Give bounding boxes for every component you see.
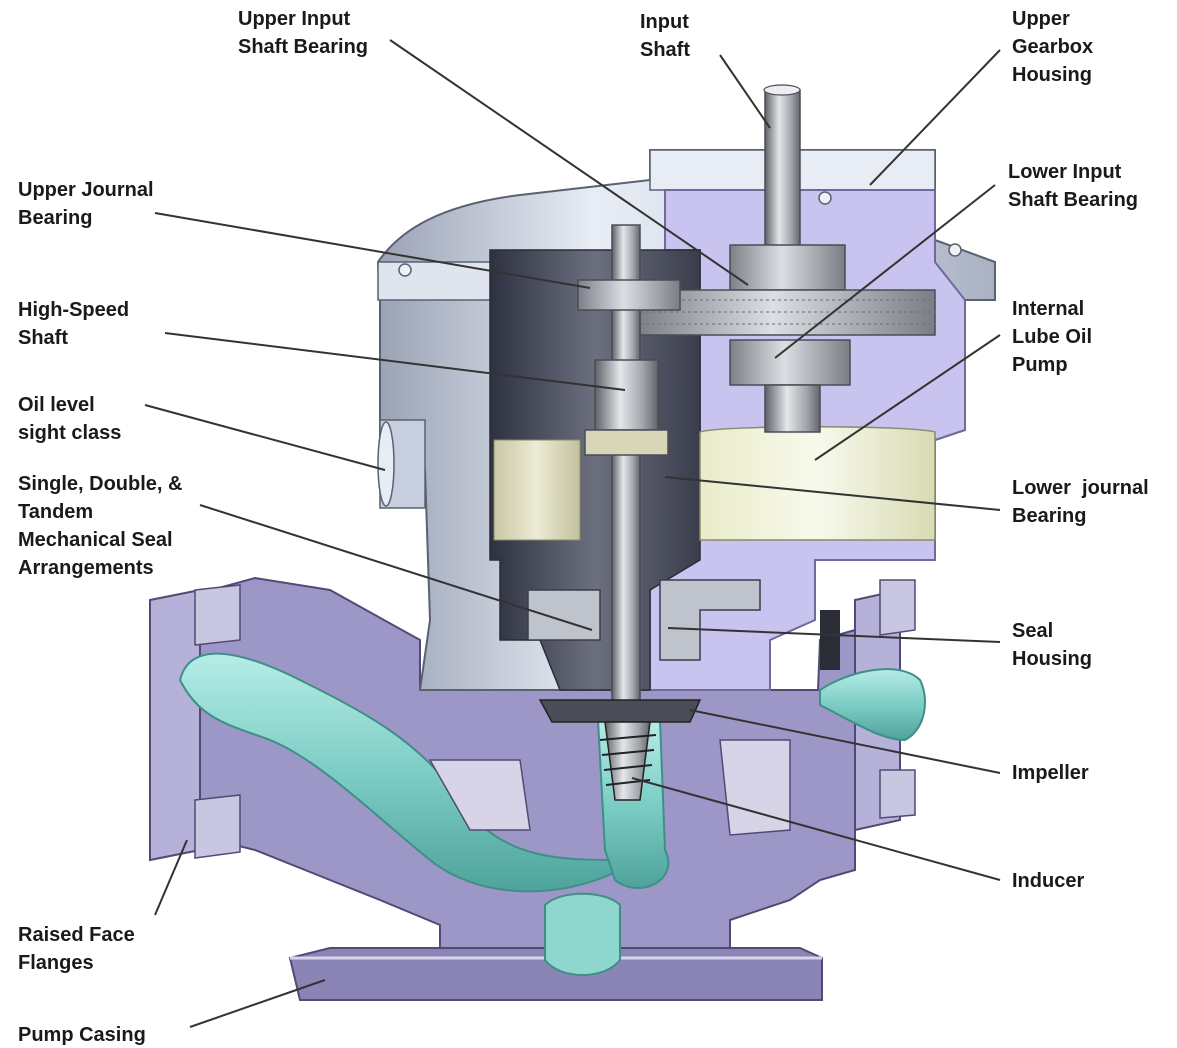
seal-housing-part <box>527 579 761 661</box>
label-lower-journal-bearing: Lower journal Bearing <box>1012 477 1177 527</box>
label-internal-lube-oil-pump: Internal Lube Oil Pump <box>1012 298 1098 376</box>
label-high-speed-shaft: High-Speed Shaft <box>18 299 135 349</box>
pump-illustration <box>149 84 996 1001</box>
leader-high-speed-shaft <box>164 332 626 391</box>
label-upper-journal-bearing: Upper Journal Bearing <box>18 179 159 229</box>
leader-lower-journal-bearing <box>664 476 1001 511</box>
left-flange <box>149 588 201 862</box>
label-lower-input-shaft-bearing: Lower Input Shaft Bearing <box>1008 161 1138 211</box>
leader-impeller <box>689 709 1001 774</box>
label-pump-casing: Pump Casing <box>18 1024 146 1046</box>
discharge-flow-passage <box>819 668 926 742</box>
label-raised-face-flanges: Raised Face Flanges <box>18 924 140 974</box>
leader-internal-lube-oil-pump <box>814 334 1001 461</box>
leader-upper-journal-bearing <box>154 212 591 289</box>
input-shaft-part <box>764 89 801 256</box>
label-input-shaft: Input Shaft <box>640 11 694 61</box>
leader-lines <box>144 39 1001 1028</box>
label-oil-level-sight-class: Oil level sight class <box>18 394 121 444</box>
callout-labels: Upper Input Shaft Bearing Input Shaft Up… <box>18 8 1177 1046</box>
leader-inducer <box>631 777 1001 881</box>
lube-oil-pump-body <box>699 426 936 541</box>
leader-oil-level-sight-class <box>144 404 386 471</box>
label-impeller: Impeller <box>1012 762 1089 784</box>
label-mechanical-seal-arrangements: Single, Double, & Tandem Mechanical Seal… <box>18 473 188 579</box>
leader-pump-casing <box>189 979 326 1028</box>
leader-upper-input-shaft-bearing <box>389 39 749 286</box>
impeller-part <box>538 699 702 723</box>
leader-seal-housing <box>667 627 1001 643</box>
leader-input-shaft <box>719 54 771 129</box>
label-inducer: Inducer <box>1012 870 1084 892</box>
label-upper-gearbox-housing: Upper Gearbox Housing <box>1012 8 1099 86</box>
label-upper-input-shaft-bearing: Upper Input Shaft Bearing <box>238 8 368 58</box>
label-seal-housing: Seal Housing <box>1012 620 1092 670</box>
oil-fill <box>493 439 581 541</box>
leader-upper-gearbox-housing <box>869 49 1001 186</box>
leader-lower-input-shaft-bearing <box>774 184 996 359</box>
leader-mechanical-seal-arrangements <box>199 504 593 631</box>
leader-raised-face-flanges <box>154 839 188 916</box>
